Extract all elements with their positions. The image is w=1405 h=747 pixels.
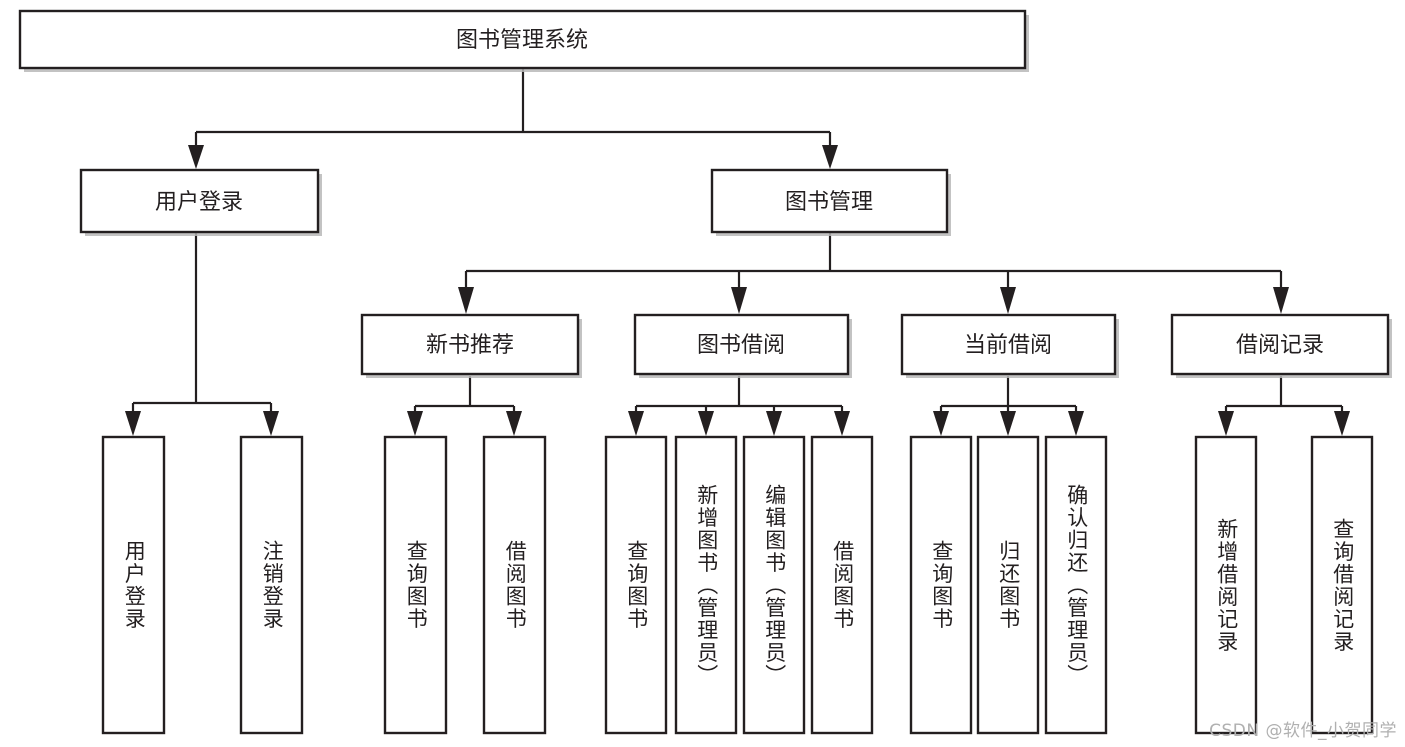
leaf-query-book-3-rect[interactable] bbox=[909, 435, 973, 735]
node-new-book-recommend[interactable]: 新书推荐 bbox=[360, 313, 582, 378]
arrowhead-book-manage bbox=[822, 145, 838, 169]
node-user-login[interactable]: 用户登录 bbox=[79, 168, 322, 236]
node-book-manage-rect bbox=[710, 168, 949, 234]
node-current-borrow-label: 当前借阅 bbox=[964, 333, 1052, 358]
leaf-edit-book-rect[interactable] bbox=[742, 435, 806, 735]
leaf-query-book-1-rect[interactable] bbox=[383, 435, 448, 735]
node-book-manage-label: 图书管理 bbox=[785, 190, 873, 215]
leaf-user-login-rect[interactable] bbox=[101, 435, 166, 735]
arrowhead-current-borrow bbox=[1000, 287, 1016, 314]
node-book-borrow[interactable]: 图书借阅 bbox=[633, 313, 852, 378]
leaf-borrow-book-2-rect[interactable] bbox=[810, 435, 874, 735]
leaf-add-record-rect[interactable] bbox=[1194, 435, 1258, 735]
node-current-borrow[interactable]: 当前借阅 bbox=[900, 313, 1119, 378]
node-book-manage[interactable]: 图书管理 bbox=[710, 168, 951, 236]
arrowhead-leaf-query-record bbox=[1334, 411, 1350, 436]
arrowhead-leaf-add-record bbox=[1218, 411, 1234, 436]
arrowhead-leaf-add-book bbox=[698, 411, 714, 436]
node-user-login-label: 用户登录 bbox=[155, 190, 243, 215]
arrowhead-leaf-borrow-book-1 bbox=[506, 411, 522, 436]
node-root-label: 图书管理系统 bbox=[456, 28, 588, 53]
node-current-borrow-rect bbox=[900, 313, 1117, 376]
leaf-query-record-rect[interactable] bbox=[1310, 435, 1374, 735]
arrowhead-leaf-confirm-return bbox=[1068, 411, 1084, 436]
arrowhead-leaf-query-book-2 bbox=[628, 411, 644, 436]
node-root[interactable]: 图书管理系统 bbox=[18, 9, 1029, 72]
arrowhead-new-book-recommend bbox=[458, 287, 474, 314]
arrowhead-leaf-return-book bbox=[1000, 411, 1016, 436]
node-user-login-rect bbox=[79, 168, 320, 234]
node-book-borrow-label: 图书借阅 bbox=[697, 333, 785, 358]
arrowhead-borrow-record bbox=[1273, 287, 1289, 314]
watermark: CSDN @软件_小贺同学 bbox=[1209, 721, 1397, 741]
arrowhead-book-borrow bbox=[731, 287, 747, 314]
leaf-add-book-rect[interactable] bbox=[674, 435, 738, 735]
node-new-book-recommend-rect bbox=[360, 313, 580, 376]
arrowhead-leaf-user-login bbox=[125, 411, 141, 436]
leaf-logout-login-rect[interactable] bbox=[239, 435, 304, 735]
arrowhead-leaf-borrow-book-2 bbox=[834, 411, 850, 436]
arrowhead-leaf-edit-book bbox=[766, 411, 782, 436]
node-borrow-record-label: 借阅记录 bbox=[1236, 333, 1324, 358]
arrowhead-leaf-query-book-3 bbox=[933, 411, 949, 436]
node-new-book-recommend-label: 新书推荐 bbox=[426, 333, 514, 358]
arrowhead-leaf-query-book-1 bbox=[407, 411, 423, 436]
arrowhead-user-login bbox=[188, 145, 204, 169]
leaf-query-book-2-rect[interactable] bbox=[604, 435, 668, 735]
connector-group bbox=[125, 69, 1350, 436]
node-borrow-record-rect bbox=[1170, 313, 1390, 376]
leaf-borrow-book-1-rect[interactable] bbox=[482, 435, 547, 735]
leaf-return-book-rect[interactable] bbox=[976, 435, 1040, 735]
node-book-borrow-rect bbox=[633, 313, 850, 376]
arrowhead-leaf-logout-login bbox=[263, 411, 279, 436]
leaf-confirm-return-rect[interactable] bbox=[1044, 435, 1108, 735]
node-root-rect bbox=[18, 9, 1027, 70]
leaf-boxes-group bbox=[101, 435, 1374, 735]
node-borrow-record[interactable]: 借阅记录 bbox=[1170, 313, 1392, 378]
